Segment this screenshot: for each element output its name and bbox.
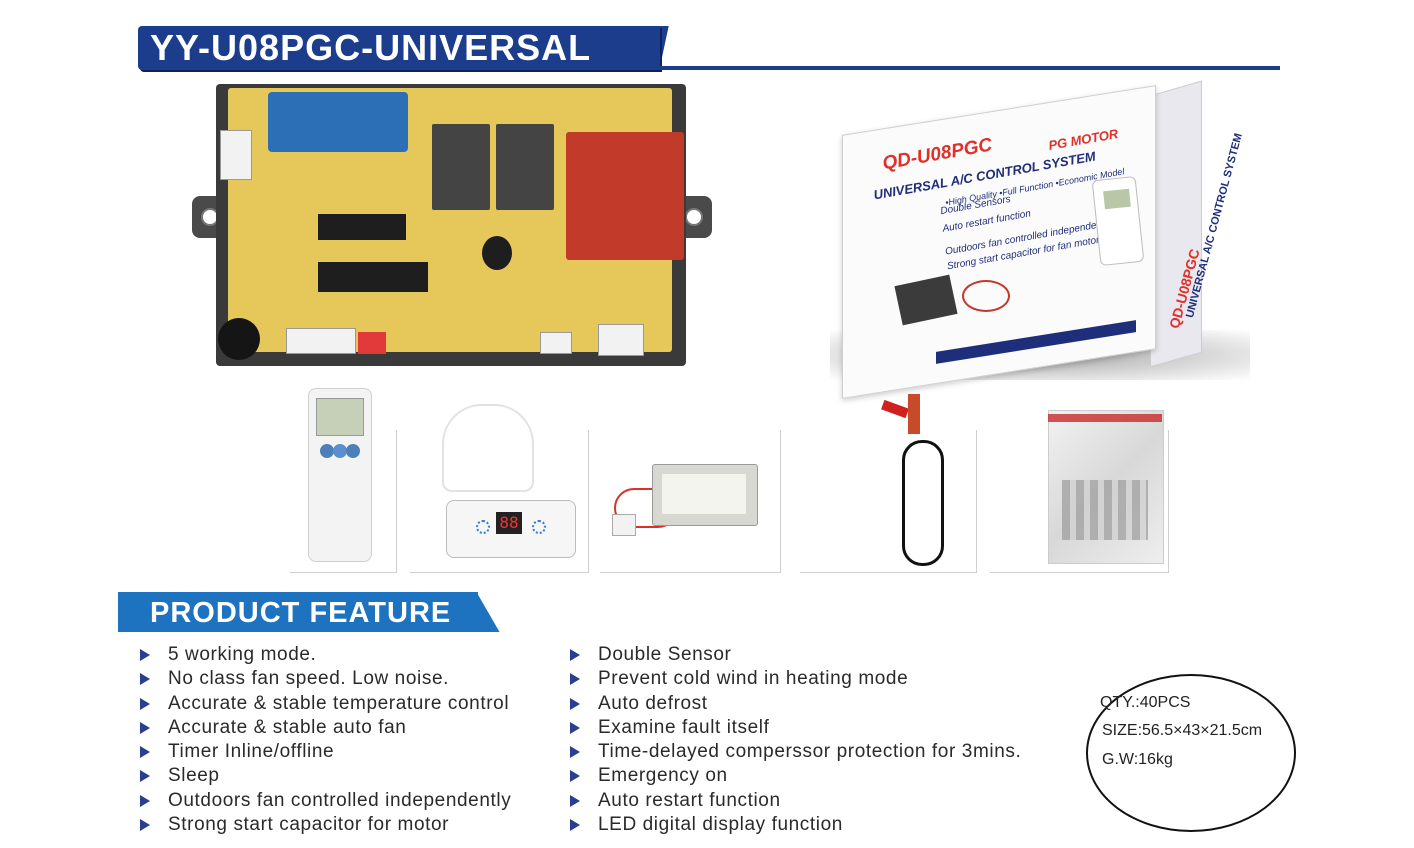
pcb-chip [318, 214, 406, 240]
remote-button-icon [346, 444, 360, 458]
feature-item: Double Sensor [568, 643, 1021, 667]
accessory-card-remote [290, 430, 397, 573]
feature-item: Emergency on [568, 764, 1021, 788]
spec-weight: G.W:16kg [1102, 751, 1173, 768]
display-led-icon [476, 520, 490, 534]
box-remote-screen [1103, 188, 1131, 210]
triangle-bullet-icon [570, 770, 580, 783]
title-banner [138, 26, 660, 70]
title-underline [660, 66, 1280, 70]
triangle-bullet-icon [140, 649, 150, 661]
display-led-icon [532, 520, 546, 534]
temperature-sensor-icon [908, 394, 920, 434]
section-banner [118, 592, 478, 632]
accessory-card-screws [990, 430, 1169, 573]
feature-item: Prevent cold wind in heating mode [568, 667, 1021, 691]
feature-item: Accurate & stable temperature control [138, 692, 511, 716]
triangle-bullet-icon [570, 746, 580, 759]
remote-screen [316, 398, 364, 436]
pcb-chip [318, 262, 428, 292]
feature-item: Strong start capacitor for motor [138, 813, 511, 837]
transformer-label [662, 474, 746, 514]
feature-list-left: 5 working mode. No class fan speed. Low … [138, 643, 511, 837]
triangle-bullet-icon [570, 794, 580, 807]
triangle-bullet-icon [140, 819, 150, 832]
accessory-card-transformer [600, 430, 781, 573]
triangle-bullet-icon [140, 794, 150, 807]
feature-item: No class fan speed. Low noise. [138, 667, 511, 691]
pcb-connector [286, 328, 356, 354]
accessory-card-sensor [800, 430, 977, 573]
spec-quantity: QTY.:40PCS [1100, 694, 1191, 711]
mount-hole [685, 208, 703, 226]
pcb-connector [598, 324, 644, 356]
pcb-buzzer [218, 318, 260, 360]
triangle-bullet-icon [570, 649, 580, 661]
feature-item: Sleep [138, 764, 511, 788]
remote-button-icon [320, 444, 334, 458]
display-digits: 88 [496, 512, 522, 534]
feature-item: Examine fault itself [568, 716, 1021, 740]
feature-item: Accurate & stable auto fan [138, 716, 511, 740]
feature-item: Time-delayed comperssor protection for 3… [568, 740, 1021, 764]
feature-item: Auto defrost [568, 692, 1021, 716]
pcb-relay-large [566, 132, 684, 260]
section-title: PRODUCT FEATURE [150, 597, 452, 629]
triangle-bullet-icon [140, 721, 150, 734]
triangle-bullet-icon [140, 746, 150, 759]
bag-seal [1048, 414, 1162, 422]
pcb-relay-small [432, 124, 490, 210]
triangle-bullet-icon [570, 673, 580, 686]
pcb-connector-red [358, 332, 386, 354]
page-title: YY-U08PGC-UNIVERSAL [150, 27, 592, 68]
spec-size: SIZE:56.5×43×21.5cm [1102, 722, 1263, 739]
pcb-connector [540, 332, 572, 354]
box-sensor-icon [962, 280, 1010, 312]
feature-item: Timer Inline/offline [138, 740, 511, 764]
feature-item: Auto restart function [568, 789, 1021, 813]
sensor-cable [902, 440, 944, 566]
spec-oval [1086, 674, 1296, 832]
feature-item: Outdoors fan controlled independently [138, 789, 511, 813]
feature-item: 5 working mode. [138, 643, 511, 667]
remote-button-icon [333, 444, 347, 458]
accessory-card-display [410, 430, 589, 573]
display-cable [442, 404, 534, 492]
triangle-bullet-icon [140, 770, 150, 783]
feature-list-right: Double Sensor Prevent cold wind in heati… [568, 643, 1021, 837]
transformer-plug [612, 514, 636, 536]
pcb-relay-small [496, 124, 554, 210]
sensor-sleeve [881, 399, 909, 419]
triangle-bullet-icon [570, 697, 580, 710]
triangle-bullet-icon [140, 673, 150, 686]
triangle-bullet-icon [570, 819, 580, 832]
feature-item: LED digital display function [568, 813, 1021, 837]
pcb-electrolytic-capacitor [482, 236, 512, 270]
pcb-connector [220, 130, 252, 180]
triangle-bullet-icon [570, 721, 580, 734]
triangle-bullet-icon [140, 697, 150, 710]
pcb-capacitor [268, 92, 408, 152]
bag-parts [1062, 480, 1148, 540]
